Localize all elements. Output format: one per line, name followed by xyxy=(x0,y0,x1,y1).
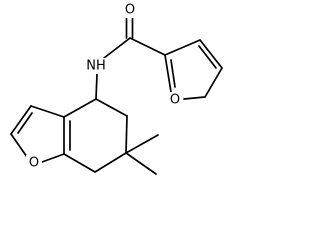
bond-furan-c3-c4-inner xyxy=(198,45,217,69)
bond-furan-o-c2 xyxy=(164,54,172,93)
bond-furan-c3-c4 xyxy=(199,39,223,69)
bond-c6-methyl-2 xyxy=(125,152,157,175)
bond-c3-c2-inner xyxy=(17,112,33,134)
bond-c5-c6 xyxy=(125,115,128,154)
bond-c6-c7 xyxy=(94,152,127,173)
bond-nh-to-c4 xyxy=(95,73,98,100)
bond-furan-c5-o xyxy=(183,96,206,100)
bond-o1-c7a xyxy=(41,153,65,163)
amide-nitrogen-label: NH xyxy=(86,59,106,74)
bond-c4-c5 xyxy=(95,98,128,117)
furan-oxygen-label: O xyxy=(170,93,180,108)
bond-carbonyl-to-nh xyxy=(103,37,131,59)
bond-c6-methyl-1 xyxy=(125,134,159,154)
atom-label-layer: O NH O O xyxy=(26,2,183,171)
chemical-structure-diagram: O NH O O xyxy=(10,2,223,175)
bond-furan-c2-o-inner xyxy=(170,59,176,88)
bond-carbonyl-to-furan xyxy=(129,37,166,56)
bond-c7-c7a xyxy=(63,153,96,173)
bond-c3-c2 xyxy=(10,105,32,135)
bond-furan-c4-c5 xyxy=(204,67,223,98)
bond-c2-o1 xyxy=(10,133,28,158)
bond-layer xyxy=(10,15,223,175)
bond-c3a-c4 xyxy=(63,98,97,118)
benzofuran-oxygen-label: O xyxy=(29,156,39,171)
bond-c3a-c3 xyxy=(30,105,65,118)
amide-oxygen-label: O xyxy=(125,3,135,18)
bond-furan-c2-c3 xyxy=(164,39,201,56)
